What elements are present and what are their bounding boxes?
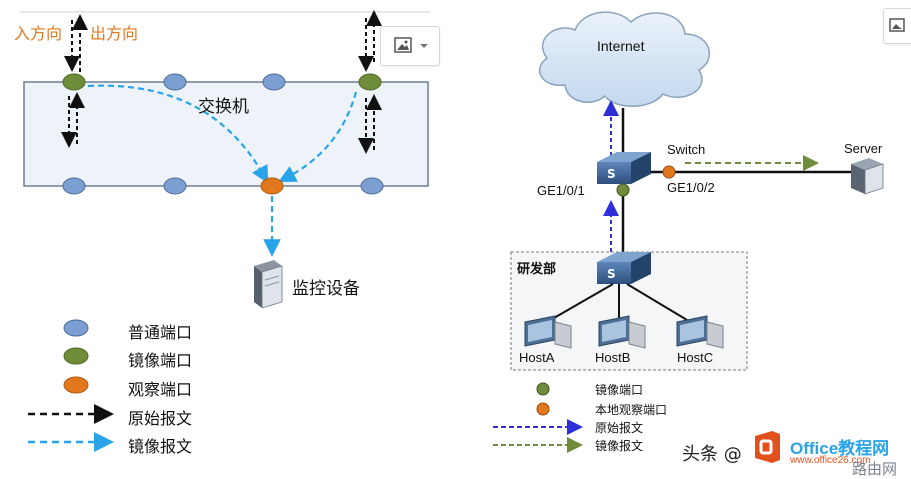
mirror-port-top-left (62, 73, 86, 91)
watermark-corner: 路由网 (852, 460, 898, 478)
switch-label: 交换机 (198, 97, 249, 117)
right-diagram-canvas: S S (493, 11, 884, 453)
office-logo-icon (752, 430, 782, 464)
host-c-label: HostC (677, 350, 714, 365)
mirror-curve-right (278, 91, 358, 183)
legend-mirror-packet-label: 镜像报文 (128, 437, 193, 456)
mirror-port-ge101 (616, 183, 630, 197)
legend-original-label-r: 原始报文 (595, 421, 644, 435)
legend-observe-marker (63, 376, 89, 394)
port-ge102-label: GE1/0/2 (667, 180, 715, 195)
switch-label-r: Switch (667, 142, 706, 157)
legend-mirror-label-r: 镜像报文 (595, 439, 644, 453)
image-options-button[interactable] (380, 26, 440, 66)
legend-mirror-label: 镜像端口 (128, 351, 193, 370)
legend-observe-port-label: 本地观察端口 (595, 403, 668, 417)
svg-text:S: S (607, 167, 616, 181)
dept-label: 研发部 (517, 262, 557, 277)
normal-port-bottom-2 (163, 177, 187, 195)
normal-port-bottom-4 (360, 177, 384, 195)
switch-box (23, 81, 429, 187)
mirror-port-top-right (358, 73, 382, 91)
dept-switch-icon: S (597, 252, 651, 284)
host-b-pc-icon (598, 315, 646, 349)
local-mirroring-diagram: S S (455, 0, 911, 478)
watermark-prefix: 头条 @ (682, 444, 742, 465)
legend-observe-port-marker (536, 402, 550, 416)
observe-port (260, 177, 284, 195)
legend-mirror-port-marker (536, 382, 550, 396)
legend-mirror-port-label: 镜像端口 (595, 383, 644, 397)
in-direction-label: 入方向 (14, 24, 63, 43)
image-options-button-r[interactable] (883, 8, 911, 44)
image-icon-r (889, 18, 905, 32)
legend-normal-marker (63, 319, 89, 337)
link-host-a (546, 283, 614, 323)
observe-port-ge102 (662, 165, 676, 179)
port-ge101-label: GE1/0/1 (537, 183, 585, 198)
host-a-pc-icon (524, 315, 572, 349)
link-host-c (626, 283, 688, 321)
normal-port-top-2 (163, 73, 187, 91)
legend-original-label: 原始报文 (128, 409, 193, 428)
host-a-label: HostA (519, 350, 555, 365)
server-icon (851, 158, 884, 195)
internet-cloud (539, 11, 710, 107)
core-switch-icon: S (597, 152, 651, 184)
monitor-label: 监控设备 (292, 279, 360, 299)
host-c-pc-icon (676, 315, 724, 349)
mirror-curve-left (87, 84, 269, 184)
server-label: Server (844, 141, 883, 156)
monitor-server-icon (254, 260, 283, 309)
port-mirroring-diagram: 入方向 出方向 交换机 监控设备 普通端口 镜像端口 观察端口 原始报文 镜像报… (0, 0, 455, 478)
normal-port-top-3 (262, 73, 286, 91)
left-diagram-canvas (20, 10, 430, 452)
legend-observe-label: 观察端口 (128, 380, 193, 399)
legend-normal-label: 普通端口 (128, 323, 193, 342)
watermark-sub-text: www.office26.com (790, 455, 871, 466)
watermark-logo-text: Office教程网 (790, 439, 890, 458)
out-direction-label: 出方向 (90, 24, 139, 43)
internet-label: Internet (597, 38, 645, 54)
image-icon (394, 37, 428, 53)
legend-mirror-marker (63, 347, 89, 365)
host-b-label: HostB (595, 350, 631, 365)
normal-port-bottom-1 (62, 177, 86, 195)
svg-text:S: S (607, 267, 616, 281)
